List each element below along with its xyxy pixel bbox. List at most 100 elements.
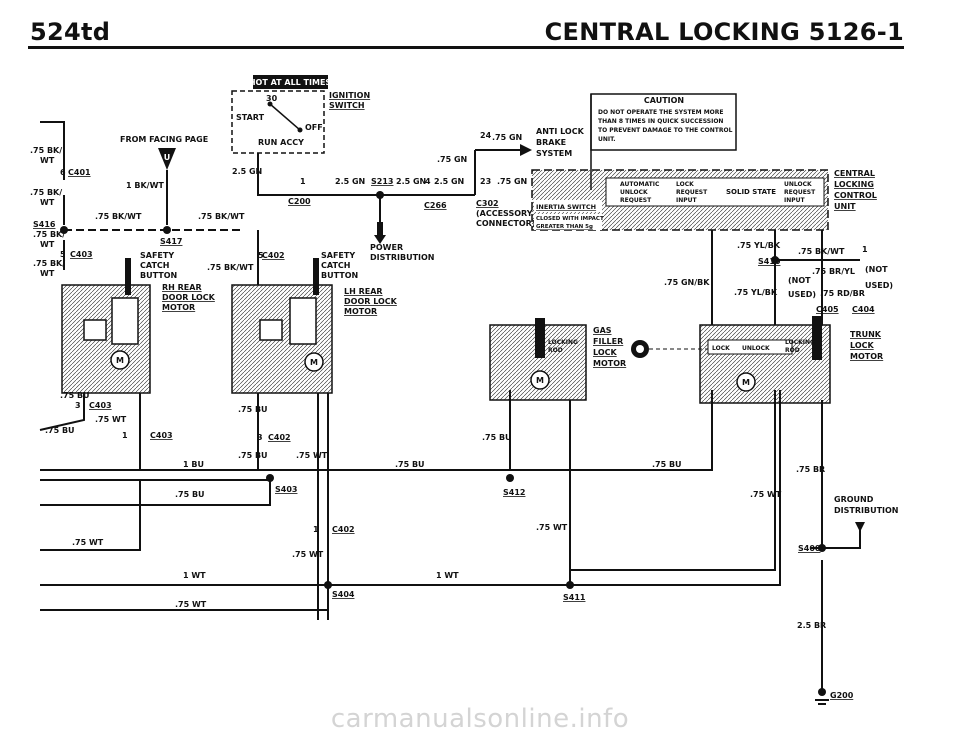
wire-label: .75 BU bbox=[45, 426, 75, 435]
wire-label: 1 BK/WT bbox=[126, 181, 164, 190]
s403-splice bbox=[266, 474, 274, 482]
wire-label: WT bbox=[40, 240, 55, 249]
wire-label: .75 BU bbox=[238, 405, 268, 414]
lh-safety-catch-label: SAFETY bbox=[321, 251, 355, 260]
wire-label: WT bbox=[40, 198, 55, 207]
header-rule bbox=[28, 46, 904, 49]
ccu-title: UNIT bbox=[834, 202, 856, 211]
pin-label: 5 bbox=[60, 250, 66, 259]
wire-label: USED) bbox=[788, 290, 816, 299]
lh-safety-catch-label: CATCH bbox=[321, 261, 350, 270]
ccu-solid-state-label: SOLID STATE bbox=[726, 188, 776, 196]
ground-g200-label: G200 bbox=[830, 691, 854, 700]
gas-filler-rod-label: ROD bbox=[548, 347, 563, 354]
ccu-input-label: INPUT bbox=[784, 197, 806, 204]
connector-c402-label: C402 bbox=[262, 251, 285, 260]
wire-label: WT bbox=[40, 156, 55, 165]
lh-motor-label: MOTOR bbox=[344, 307, 377, 316]
wire-label: .75 BK/ bbox=[30, 188, 62, 197]
trunk-rod-label: LOCKING bbox=[785, 339, 815, 346]
wire-label: .75 BR/YL bbox=[812, 267, 855, 276]
svg-text:M: M bbox=[536, 376, 544, 385]
splice-s213-label: S213 bbox=[371, 177, 393, 186]
power-distribution-label: DISTRIBUTION bbox=[370, 253, 435, 262]
wire-label: .75 BU bbox=[395, 460, 425, 469]
connector-c266-label: C266 bbox=[424, 201, 447, 210]
splice-s412-label: S412 bbox=[503, 488, 525, 497]
splice-s410-label: S410 bbox=[758, 257, 781, 266]
wire-label: .75 BK/ bbox=[33, 259, 65, 268]
left-feed-wires bbox=[40, 121, 168, 270]
ccu-unlock-request-label: REQUEST bbox=[784, 189, 816, 196]
rh-safety-catch-label: SAFETY bbox=[140, 251, 174, 260]
wire-label: 1 WT bbox=[436, 571, 459, 580]
splice-s417-label: S417 bbox=[160, 237, 182, 246]
power-feed-wires bbox=[257, 149, 520, 285]
pin-label: 3 bbox=[75, 401, 81, 410]
trunk-label: LOCK bbox=[850, 341, 874, 350]
wire-label: .75 GN bbox=[497, 177, 527, 186]
connector-c403-label: C403 bbox=[89, 401, 112, 410]
trunk-label: MOTOR bbox=[850, 352, 883, 361]
ccu-closed-label: GREATER THAN 5g bbox=[536, 224, 593, 230]
ground-g200-icon bbox=[815, 688, 829, 705]
wire-label: .75 WT bbox=[72, 538, 104, 547]
rh-door-lock-motor: M bbox=[61, 258, 151, 394]
hot-at-all-times-badge bbox=[253, 75, 328, 89]
wire-label: .75 WT bbox=[296, 451, 328, 460]
pin-label: 6 bbox=[60, 168, 66, 177]
ignition-start-label: START bbox=[236, 113, 265, 122]
pin-label: 1 bbox=[313, 525, 319, 534]
caution-line-3: TO PREVENT DAMAGE TO THE CONTROL bbox=[598, 127, 733, 134]
wire-label: .75 GN/BK bbox=[664, 278, 710, 287]
ccu-lock-request-label: REQUEST bbox=[676, 189, 708, 196]
rh-motor-label: DOOR LOCK bbox=[162, 293, 216, 302]
caution-line-4: UNIT. bbox=[598, 136, 616, 143]
svg-text:M: M bbox=[116, 356, 124, 365]
caution-box: CAUTION DO NOT OPERATE THE SYSTEM MORE T… bbox=[590, 93, 737, 190]
gas-filler-label: GAS bbox=[593, 326, 612, 335]
gas-filler-label: FILLER bbox=[593, 337, 623, 346]
gas-filler-lock-motor: M bbox=[489, 318, 587, 401]
connector-c402-label: C402 bbox=[268, 433, 291, 442]
wire-label: USED) bbox=[865, 281, 893, 290]
connector-c403-label: C403 bbox=[150, 431, 173, 440]
wire-label: .75 BU bbox=[652, 460, 682, 469]
s411-splice bbox=[566, 581, 574, 589]
splice-s404-label: S404 bbox=[332, 590, 355, 599]
connector-u-label: U bbox=[164, 153, 171, 162]
wire-label: .75 BK/WT bbox=[207, 263, 254, 272]
caution-line-1: DO NOT OPERATE THE SYSTEM MORE bbox=[598, 109, 723, 116]
s410-splice bbox=[771, 256, 779, 264]
rh-safety-catch-label: BUTTON bbox=[140, 271, 177, 280]
pin-label: 24 bbox=[480, 131, 492, 140]
splice-s403-label: S403 bbox=[275, 485, 297, 494]
wire-label: .75 BK/ bbox=[33, 230, 65, 239]
right-side-wires bbox=[711, 230, 861, 690]
wire-label: .75 BU bbox=[175, 490, 205, 499]
ccu-title: CENTRAL bbox=[834, 169, 875, 178]
s400-splice bbox=[818, 544, 826, 552]
wire-label: .75 BK/WT bbox=[95, 212, 142, 221]
trunk-lock-label: LOCK bbox=[712, 345, 730, 352]
connector-c403-label: C403 bbox=[70, 250, 93, 259]
gas-filler-label: LOCK bbox=[593, 348, 617, 357]
antilock-label: ANTI LOCK bbox=[536, 127, 585, 136]
trunk-unlock-label: UNLOCK bbox=[742, 345, 770, 352]
wire-label: .75 BK/WT bbox=[798, 247, 845, 256]
pin-label: 1 bbox=[862, 245, 868, 254]
svg-text:M: M bbox=[742, 378, 750, 387]
pin-label: 23 bbox=[480, 177, 491, 186]
lh-door-lock-motor: M bbox=[231, 258, 333, 394]
antilock-label: BRAKE bbox=[536, 138, 566, 147]
wire-label: WT bbox=[40, 269, 55, 278]
wire-label: .75 WT bbox=[292, 550, 324, 559]
ground-distribution-label: GROUND bbox=[834, 495, 874, 504]
ccu-input-label: INPUT bbox=[676, 197, 698, 204]
ccu-unlock-request-label: UNLOCK bbox=[784, 181, 812, 188]
wire-label: .75 YL/BK bbox=[734, 288, 778, 297]
connector-c302-label: C302 bbox=[476, 199, 499, 208]
s417-splice bbox=[163, 226, 171, 234]
wire-label: .75 BU bbox=[238, 451, 268, 460]
